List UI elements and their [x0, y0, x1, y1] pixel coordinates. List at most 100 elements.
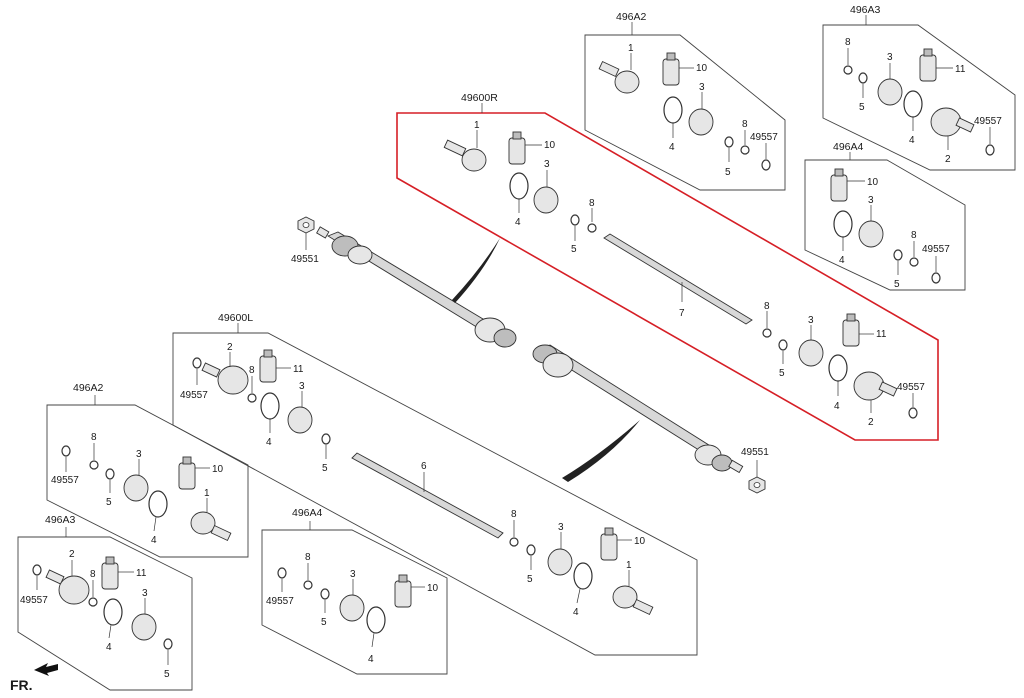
a2t-outer-joint-1[interactable]: [598, 60, 640, 94]
a3t-clip-8[interactable]: [843, 65, 853, 75]
a2l-ring-4[interactable]: [148, 490, 168, 518]
r-clip-49557[interactable]: [908, 407, 918, 419]
a2l-clip-5[interactable]: [105, 468, 115, 480]
a3l-clip-5[interactable]: [163, 638, 173, 650]
a4t-ring-4[interactable]: [833, 210, 853, 238]
a2t-label-8: 8: [742, 119, 748, 130]
a2t-clip-49557[interactable]: [761, 159, 771, 171]
l-clip-5b[interactable]: [526, 544, 536, 556]
a3l-clip-8[interactable]: [88, 597, 98, 607]
r-ring-4b[interactable]: [828, 354, 848, 382]
l-label-4b: 4: [573, 607, 579, 618]
a4t-clip-8[interactable]: [909, 257, 919, 267]
a2t-clip-5[interactable]: [724, 136, 734, 148]
a2t-joint-3[interactable]: [688, 108, 714, 136]
a4t-boot-10[interactable]: [830, 168, 848, 202]
l-joint-3b[interactable]: [547, 548, 573, 576]
a4l-boot-10[interactable]: [394, 574, 412, 608]
group-496a2-top-frame[interactable]: [584, 34, 786, 191]
r-clip-5b[interactable]: [778, 339, 788, 351]
l-clip-8b[interactable]: [509, 537, 519, 547]
l-clip-8[interactable]: [247, 393, 257, 403]
l-joint-3[interactable]: [287, 406, 313, 434]
a3t-clip-49557[interactable]: [985, 144, 995, 156]
r-clip-5[interactable]: [570, 214, 580, 226]
a3t-inner-joint-2[interactable]: [930, 107, 975, 137]
a4l-clip-8[interactable]: [303, 580, 313, 590]
r-clip-8b[interactable]: [762, 328, 772, 338]
a4l-label-4: 4: [368, 654, 374, 665]
group-49600r-frame[interactable]: [396, 112, 939, 441]
nut-upper[interactable]: [297, 216, 315, 234]
a2t-clip-8[interactable]: [740, 145, 750, 155]
group-496a4-top-title: 496A4: [833, 141, 864, 153]
a4l-clip-49557[interactable]: [277, 567, 287, 579]
r-label-8b: 8: [764, 301, 770, 312]
a2t-boot-10[interactable]: [662, 52, 680, 86]
a3t-joint-3[interactable]: [877, 78, 903, 106]
r-shaft-7[interactable]: [603, 233, 753, 325]
r-ring-4[interactable]: [509, 172, 529, 200]
group-496a3-left-frame[interactable]: [17, 536, 193, 691]
front-direction-label: FR.: [10, 677, 33, 693]
a3l-label-49557: 49557: [20, 595, 48, 606]
l-ring-4[interactable]: [260, 392, 280, 420]
a2t-ring-4[interactable]: [663, 96, 683, 124]
a3t-ring-4[interactable]: [903, 90, 923, 118]
l-shaft-6[interactable]: [351, 452, 504, 539]
l-clip-5[interactable]: [321, 433, 331, 445]
upper-sweep-arrow: [452, 238, 500, 303]
a3t-label-3: 3: [887, 52, 893, 63]
a3t-boot-11[interactable]: [919, 48, 937, 82]
a3l-clip-49557[interactable]: [32, 564, 42, 576]
r-joint-3b[interactable]: [798, 339, 824, 367]
a2l-label-10: 10: [212, 464, 224, 475]
group-496a3-top-frame[interactable]: [822, 24, 1016, 171]
group-496a4-top-frame[interactable]: [804, 159, 966, 291]
a2l-clip-49557[interactable]: [61, 445, 71, 457]
a4l-ring-4[interactable]: [366, 606, 386, 634]
a3l-label-8: 8: [90, 569, 96, 580]
a4t-clip-5[interactable]: [893, 249, 903, 261]
l-inner-joint-2[interactable]: [201, 362, 249, 395]
a2l-outer-joint-1[interactable]: [190, 511, 232, 542]
l-label-6: 6: [421, 461, 427, 472]
r-label-3: 3: [544, 159, 550, 170]
group-496a2-left-frame[interactable]: [46, 404, 249, 558]
r-clip-8[interactable]: [587, 223, 597, 233]
a4t-joint-3[interactable]: [858, 220, 884, 248]
a4t-label-49557: 49557: [922, 244, 950, 255]
r-inner-joint-2[interactable]: [853, 371, 898, 401]
upper-drive-shaft-assembly[interactable]: [316, 226, 517, 348]
r-boot-11[interactable]: [842, 313, 860, 347]
a2l-clip-8[interactable]: [89, 460, 99, 470]
lower-drive-shaft-assembly[interactable]: [532, 344, 744, 474]
a3t-label-8: 8: [845, 37, 851, 48]
a3l-joint-3[interactable]: [131, 613, 157, 641]
a4l-joint-3[interactable]: [339, 594, 365, 622]
a2l-joint-3[interactable]: [123, 474, 149, 502]
a3l-ring-4[interactable]: [103, 598, 123, 626]
l-outer-joint-1[interactable]: [612, 585, 654, 616]
a2l-boot-10[interactable]: [178, 456, 196, 490]
a3l-label-5: 5: [164, 669, 170, 680]
r-joint-3[interactable]: [533, 186, 559, 214]
l-label-2: 2: [227, 342, 233, 353]
a4t-clip-49557[interactable]: [931, 272, 941, 284]
nut-lower[interactable]: [748, 476, 766, 494]
r-outer-joint[interactable]: [443, 139, 487, 172]
l-boot-10[interactable]: [600, 527, 618, 561]
l-boot-11[interactable]: [259, 349, 277, 383]
a4t-label-8: 8: [911, 230, 917, 241]
group-496a2-top-title: 496A2: [616, 11, 647, 23]
a4l-clip-5[interactable]: [320, 588, 330, 600]
a3l-boot-11[interactable]: [101, 556, 119, 590]
group-496a4-left-frame[interactable]: [261, 529, 448, 675]
l-clip-49557[interactable]: [192, 357, 202, 369]
a3t-clip-5[interactable]: [858, 72, 868, 84]
group-49600r-title: 49600R: [461, 92, 498, 104]
a3l-inner-joint-2[interactable]: [45, 569, 90, 605]
r-label-5: 5: [571, 244, 577, 255]
r-boot-10[interactable]: [508, 131, 526, 165]
l-ring-4b[interactable]: [573, 562, 593, 590]
